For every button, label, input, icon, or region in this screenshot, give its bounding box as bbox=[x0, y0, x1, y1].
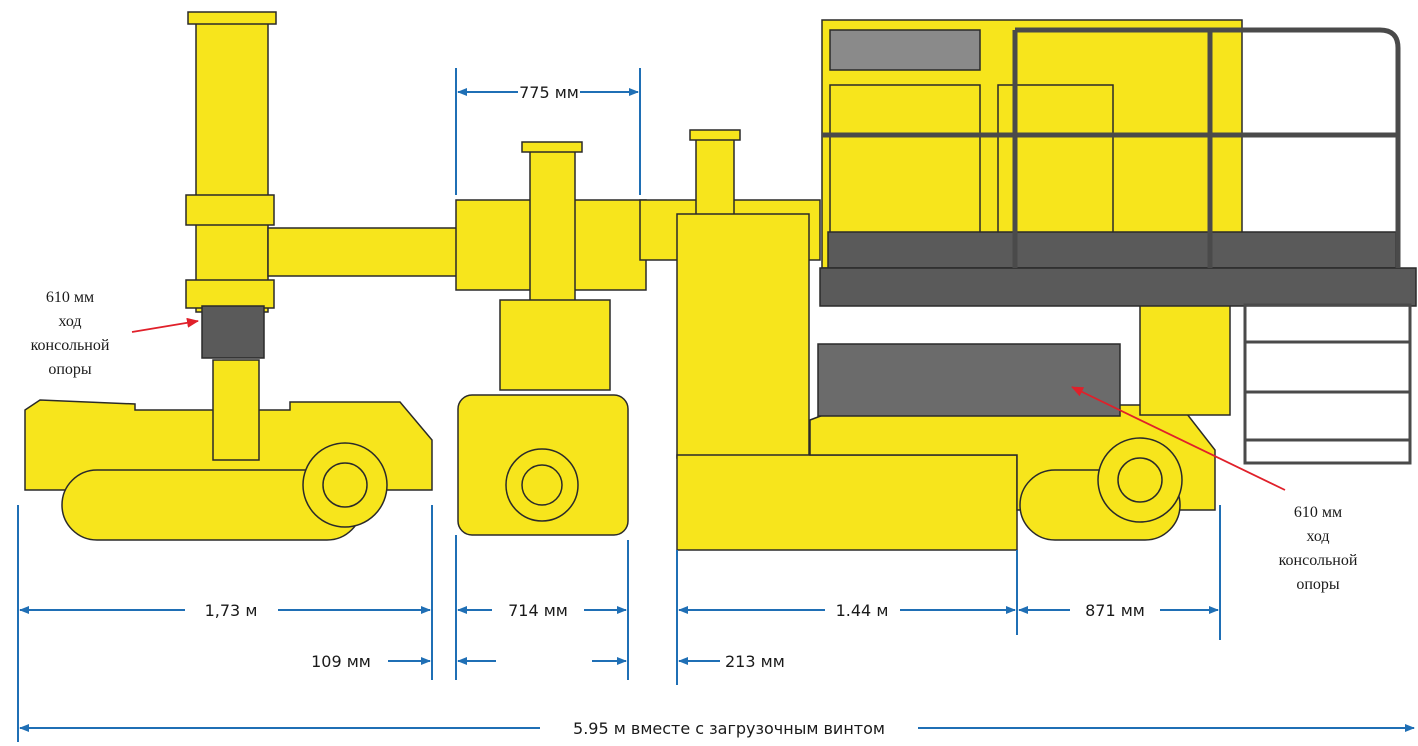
right-note-line-4: опоры bbox=[1296, 576, 1340, 593]
stairs bbox=[1243, 303, 1412, 465]
right-track bbox=[1019, 437, 1183, 541]
dim-cutter: 714 мм bbox=[508, 601, 568, 620]
railing bbox=[822, 27, 1401, 268]
dimension-lines bbox=[17, 68, 1415, 742]
left-note-line-2: ход bbox=[58, 313, 81, 330]
right-callout-arrow bbox=[1071, 386, 1286, 491]
left-track bbox=[24, 359, 433, 541]
dim-total: 5.95 м вместе с загрузочным винтом bbox=[573, 719, 885, 738]
right-note: 610 мм ход консольной опоры bbox=[1279, 504, 1358, 593]
left-note-line-3: консольной bbox=[31, 337, 110, 354]
left-callout-arrow bbox=[131, 317, 199, 333]
dim-left-track: 1,73 м bbox=[205, 601, 258, 620]
dim-right-track: 871 мм bbox=[1085, 601, 1145, 620]
dim-gap-left: 109 мм bbox=[311, 652, 371, 671]
dim-body: 1.44 м bbox=[836, 601, 889, 620]
dark-parts bbox=[201, 29, 1417, 417]
dim-top-width: 775 мм bbox=[519, 83, 579, 102]
left-note: 610 мм ход консольной опоры bbox=[31, 289, 110, 378]
right-note-line-1: 610 мм bbox=[1294, 504, 1342, 521]
left-note-line-1: 610 мм bbox=[46, 289, 94, 306]
dim-offset: 213 мм bbox=[725, 652, 785, 671]
left-note-line-4: опоры bbox=[48, 361, 92, 378]
right-note-line-3: консольной bbox=[1279, 552, 1358, 569]
right-note-line-2: ход bbox=[1306, 528, 1329, 545]
